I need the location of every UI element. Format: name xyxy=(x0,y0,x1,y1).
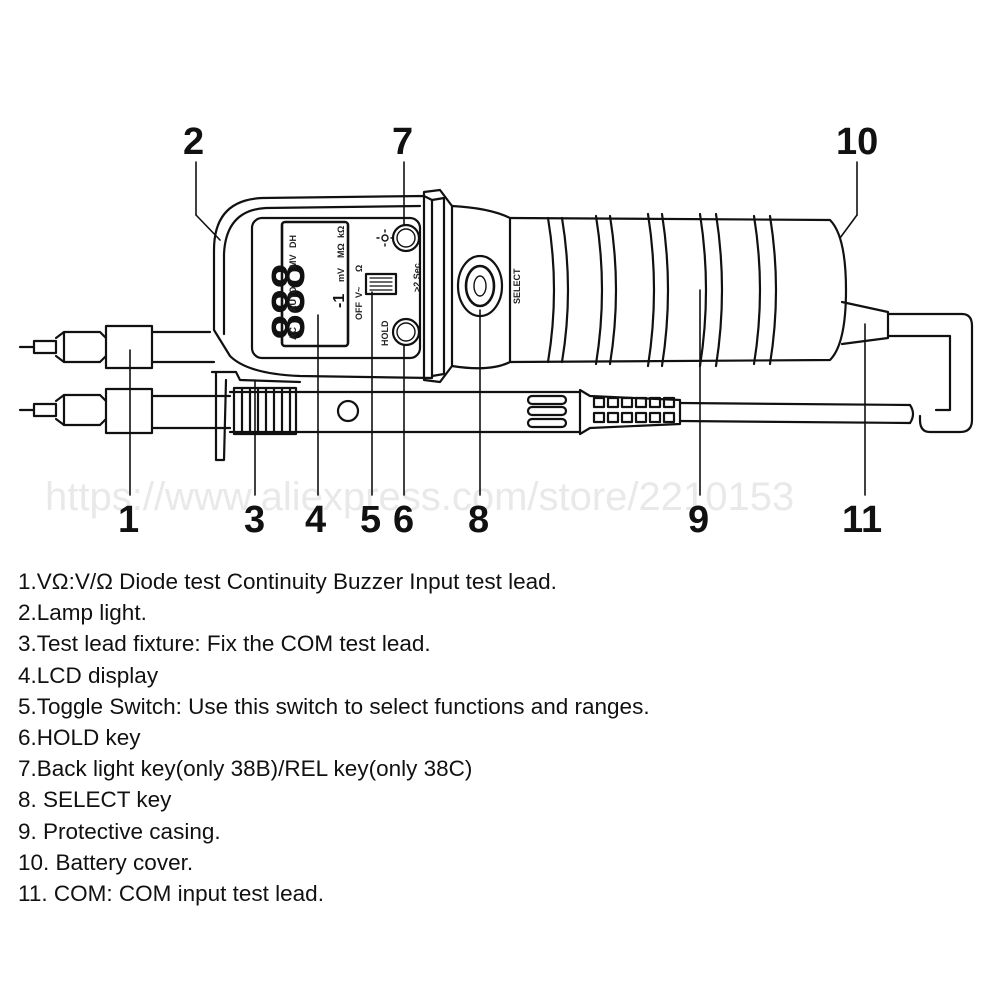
callout-1: 1 xyxy=(118,499,139,541)
two-sec-label: >2 Sec xyxy=(412,263,422,292)
toggle-off-label: OFF xyxy=(354,302,364,320)
legend-item-3: 3.Test lead fixture: Fix the COM test le… xyxy=(18,631,431,657)
toggle-v-label: V~ xyxy=(354,287,364,298)
lcd-auto-indicator: AUTO xyxy=(288,287,298,312)
legend-item-9: 9. Protective casing. xyxy=(18,818,221,844)
watermark-text: https://www.aliexpress.com/store/2210153 xyxy=(45,475,794,519)
legend-item-7: 7.Back light key(only 38B)/REL key(only … xyxy=(18,756,473,782)
parts-legend: 1.VΩ:V/Ω Diode test Continuity Buzzer In… xyxy=(18,566,978,909)
callout-5: 5 xyxy=(360,499,381,541)
callout-2: 2 xyxy=(183,121,204,163)
lcd-mv-indicator: MV xyxy=(288,255,298,269)
lcd-mv2-indicator: mV xyxy=(336,268,346,282)
test-lead-fixture xyxy=(210,370,302,462)
legend-item-11: 11. COM: COM input test lead. xyxy=(18,880,324,906)
legend-item-4: 4.LCD display xyxy=(18,662,159,688)
legend-item-10: 10. Battery cover. xyxy=(18,849,194,875)
com-test-lead-probe xyxy=(18,387,915,436)
input-test-lead-probe xyxy=(18,324,216,370)
sun-icon xyxy=(376,229,394,247)
lcd-kohm-indicator: kΩ xyxy=(336,226,346,238)
callout-9: 9 xyxy=(688,499,709,541)
callout-10: 10 xyxy=(836,121,878,163)
select-label: SELECT xyxy=(512,268,522,304)
legend-item-2: 2.Lamp light. xyxy=(18,600,147,626)
lcd-dh-indicator: DH xyxy=(288,235,298,248)
callout-3: 3 xyxy=(244,499,265,541)
hold-label: HOLD xyxy=(380,320,390,346)
protective-casing xyxy=(508,212,848,368)
callout-4: 4 xyxy=(305,499,326,541)
callout-leaders xyxy=(129,161,866,496)
lcd-mohm-indicator: MΩ xyxy=(336,243,346,258)
lcd-ac-indicator: AC xyxy=(288,327,298,340)
toggle-ohm-label: Ω xyxy=(354,265,364,272)
lcd-display: 888 AC AUTO MV DH MΩ kΩ mV -1 xyxy=(262,226,348,340)
legend-item-5: 5.Toggle Switch: Use this switch to sele… xyxy=(18,693,650,719)
callout-6: 6 xyxy=(393,499,414,541)
legend-item-1: 1.VΩ:V/Ω Diode test Continuity Buzzer In… xyxy=(18,569,557,594)
toggle-switch[interactable] xyxy=(364,272,398,296)
legend-item-6: 6.HOLD key xyxy=(18,724,141,750)
lcd-digits: 888 xyxy=(262,263,314,340)
callout-8: 8 xyxy=(468,499,489,541)
callout-11: 11 xyxy=(842,499,882,541)
com-input-cable xyxy=(840,300,974,434)
multimeter-body xyxy=(212,188,974,434)
callout-7: 7 xyxy=(392,121,413,163)
legend-item-8: 8. SELECT key xyxy=(18,787,172,813)
multimeter-diagram: https://www.aliexpress.com/store/2210153 xyxy=(18,121,974,541)
hold-key[interactable] xyxy=(391,317,421,347)
lcd-lead-digit: -1 xyxy=(331,294,348,308)
